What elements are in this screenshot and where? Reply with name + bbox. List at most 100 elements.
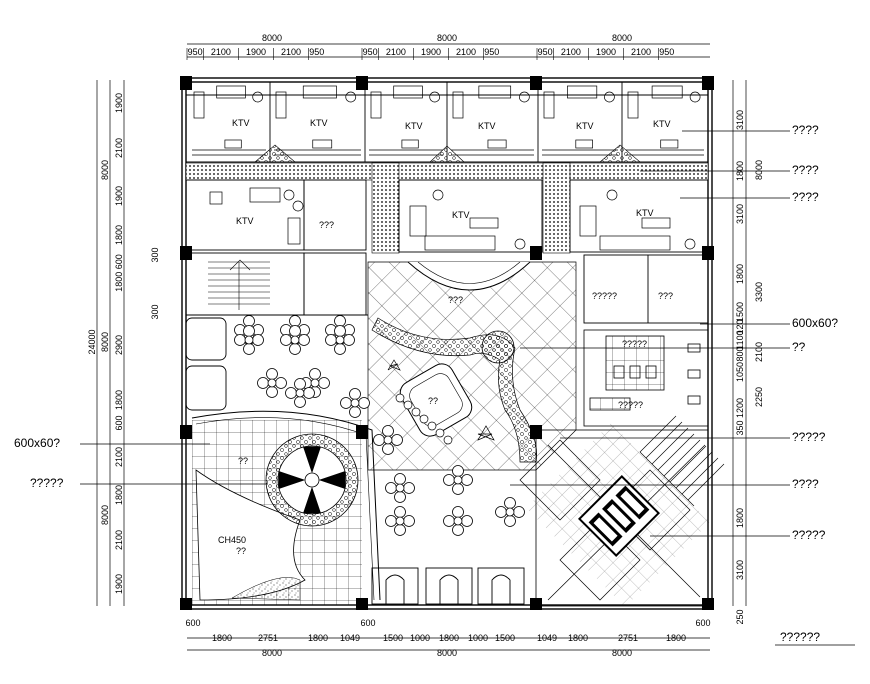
dimension-text: 800 bbox=[735, 346, 745, 361]
bottom-total-dimensions: 8000 8000 8000 bbox=[262, 648, 632, 658]
dimension-text: 950 bbox=[188, 47, 203, 57]
callout-label: ????? bbox=[792, 528, 826, 542]
dimension-text: 8000 bbox=[437, 648, 457, 658]
dimension-text: 1800 bbox=[114, 485, 124, 505]
dimension-text: 2100 bbox=[754, 342, 764, 362]
staircase-upper bbox=[208, 259, 270, 310]
armchair bbox=[518, 91, 530, 103]
table-set bbox=[443, 465, 473, 495]
dimension-text: 2100 bbox=[114, 138, 124, 158]
callout-label: 600x60? bbox=[14, 436, 60, 450]
dimension-text: 2100 bbox=[456, 47, 476, 57]
table-set bbox=[385, 506, 415, 536]
dimension-text: 2900 bbox=[114, 335, 124, 355]
dimension-text: 8000 bbox=[437, 33, 457, 43]
dimension-text: 1800 bbox=[666, 633, 686, 643]
dimension-text: 2751 bbox=[618, 633, 638, 643]
side-sofa bbox=[543, 91, 555, 119]
dimension-text: 8000 bbox=[100, 332, 110, 352]
tv-unit bbox=[224, 139, 242, 149]
ktv-furniture bbox=[192, 85, 704, 156]
table-set bbox=[443, 506, 473, 536]
dimension-text: 2100 bbox=[631, 47, 651, 57]
dimension-text: 3100 bbox=[735, 560, 745, 580]
dimension-text: 950 bbox=[363, 47, 378, 57]
dimension-text: 1050 bbox=[735, 362, 745, 382]
right-lower-area bbox=[535, 429, 709, 607]
room-label-unknown: ????? bbox=[618, 400, 643, 410]
display-case bbox=[577, 474, 661, 558]
sofa bbox=[478, 85, 512, 99]
tv-unit bbox=[660, 139, 679, 149]
structural-columns bbox=[180, 76, 714, 610]
feature-fountain bbox=[481, 330, 515, 364]
room-labels: KTV KTV KTV KTV KTV KTV KTV ??? KTV KTV … bbox=[218, 118, 673, 556]
dimension-text: 24000 bbox=[87, 329, 97, 354]
dimension-text: 1800 bbox=[735, 264, 745, 284]
stage-segment bbox=[303, 486, 321, 514]
ktv-second-row-furniture bbox=[209, 187, 696, 251]
dimension-text: 3300 bbox=[754, 282, 764, 302]
callout-label: 600x60? bbox=[792, 316, 838, 330]
room-label-ktv: KTV bbox=[636, 208, 654, 218]
room-label-unknown: ?? bbox=[428, 396, 438, 406]
room-label-unknown: ??? bbox=[448, 295, 463, 305]
room-label-ktv: KTV bbox=[405, 121, 423, 131]
callouts-left: 600x60? ????? bbox=[14, 436, 64, 490]
room-label-unknown: ??? bbox=[658, 291, 673, 301]
side-sofa bbox=[627, 91, 639, 119]
dimension-text: 1800 bbox=[308, 633, 328, 643]
toilet-block bbox=[583, 329, 709, 427]
dimension-text: 1800 bbox=[439, 633, 459, 643]
table-set bbox=[280, 325, 310, 355]
dimension-text: 600 bbox=[695, 618, 710, 628]
curved-partition bbox=[191, 410, 381, 601]
dimension-text: 1800 bbox=[735, 508, 745, 528]
dimension-text: 1900 bbox=[246, 47, 266, 57]
table-set bbox=[257, 368, 287, 398]
armchair bbox=[604, 91, 615, 103]
dimension-text: 2100 bbox=[561, 47, 581, 57]
dimension-text: 1500 bbox=[735, 302, 745, 322]
armchair bbox=[345, 91, 357, 103]
booths-bottom bbox=[371, 567, 525, 605]
planter-triangles bbox=[254, 144, 641, 163]
dimension-text: 8000 bbox=[754, 160, 764, 180]
sofa bbox=[651, 85, 683, 99]
staircase-lower bbox=[639, 415, 725, 507]
dimension-text: 250 bbox=[735, 609, 745, 624]
dimension-text: 300 bbox=[150, 304, 160, 319]
dimension-text: 600 bbox=[185, 618, 200, 628]
dimension-text: 600 bbox=[360, 618, 375, 628]
dimension-text: 8000 bbox=[262, 648, 282, 658]
dimension-text: 2100 bbox=[114, 530, 124, 550]
armchair bbox=[429, 91, 441, 103]
sofa bbox=[216, 85, 246, 99]
dimension-text: 1049 bbox=[340, 633, 360, 643]
sofa bbox=[567, 85, 598, 99]
room-label-unknown: ?? bbox=[236, 546, 246, 556]
tv-unit bbox=[312, 139, 333, 149]
dimension-text: 2751 bbox=[258, 633, 278, 643]
dimension-text: 1800 bbox=[114, 390, 124, 410]
room-label-ktv: KTV bbox=[310, 118, 328, 128]
dimension-text: 950 bbox=[484, 47, 499, 57]
tv-unit bbox=[487, 139, 507, 149]
callout-label: ?? bbox=[792, 340, 806, 354]
bar-counter bbox=[399, 363, 473, 437]
side-sofa bbox=[370, 91, 382, 119]
room-label-ktv: KTV bbox=[653, 119, 671, 129]
callout-label: ???? bbox=[792, 163, 819, 177]
bar-stool bbox=[419, 414, 429, 424]
bar-stool bbox=[411, 407, 421, 417]
dimension-text: 8000 bbox=[100, 160, 110, 180]
dimension-text: 2250 bbox=[754, 387, 764, 407]
dimension-text: 1800 bbox=[114, 225, 124, 245]
dimension-text: 1500 bbox=[383, 633, 403, 643]
corridor bbox=[185, 162, 709, 181]
stage-segment bbox=[318, 471, 346, 489]
dimension-text: 8000 bbox=[612, 648, 632, 658]
